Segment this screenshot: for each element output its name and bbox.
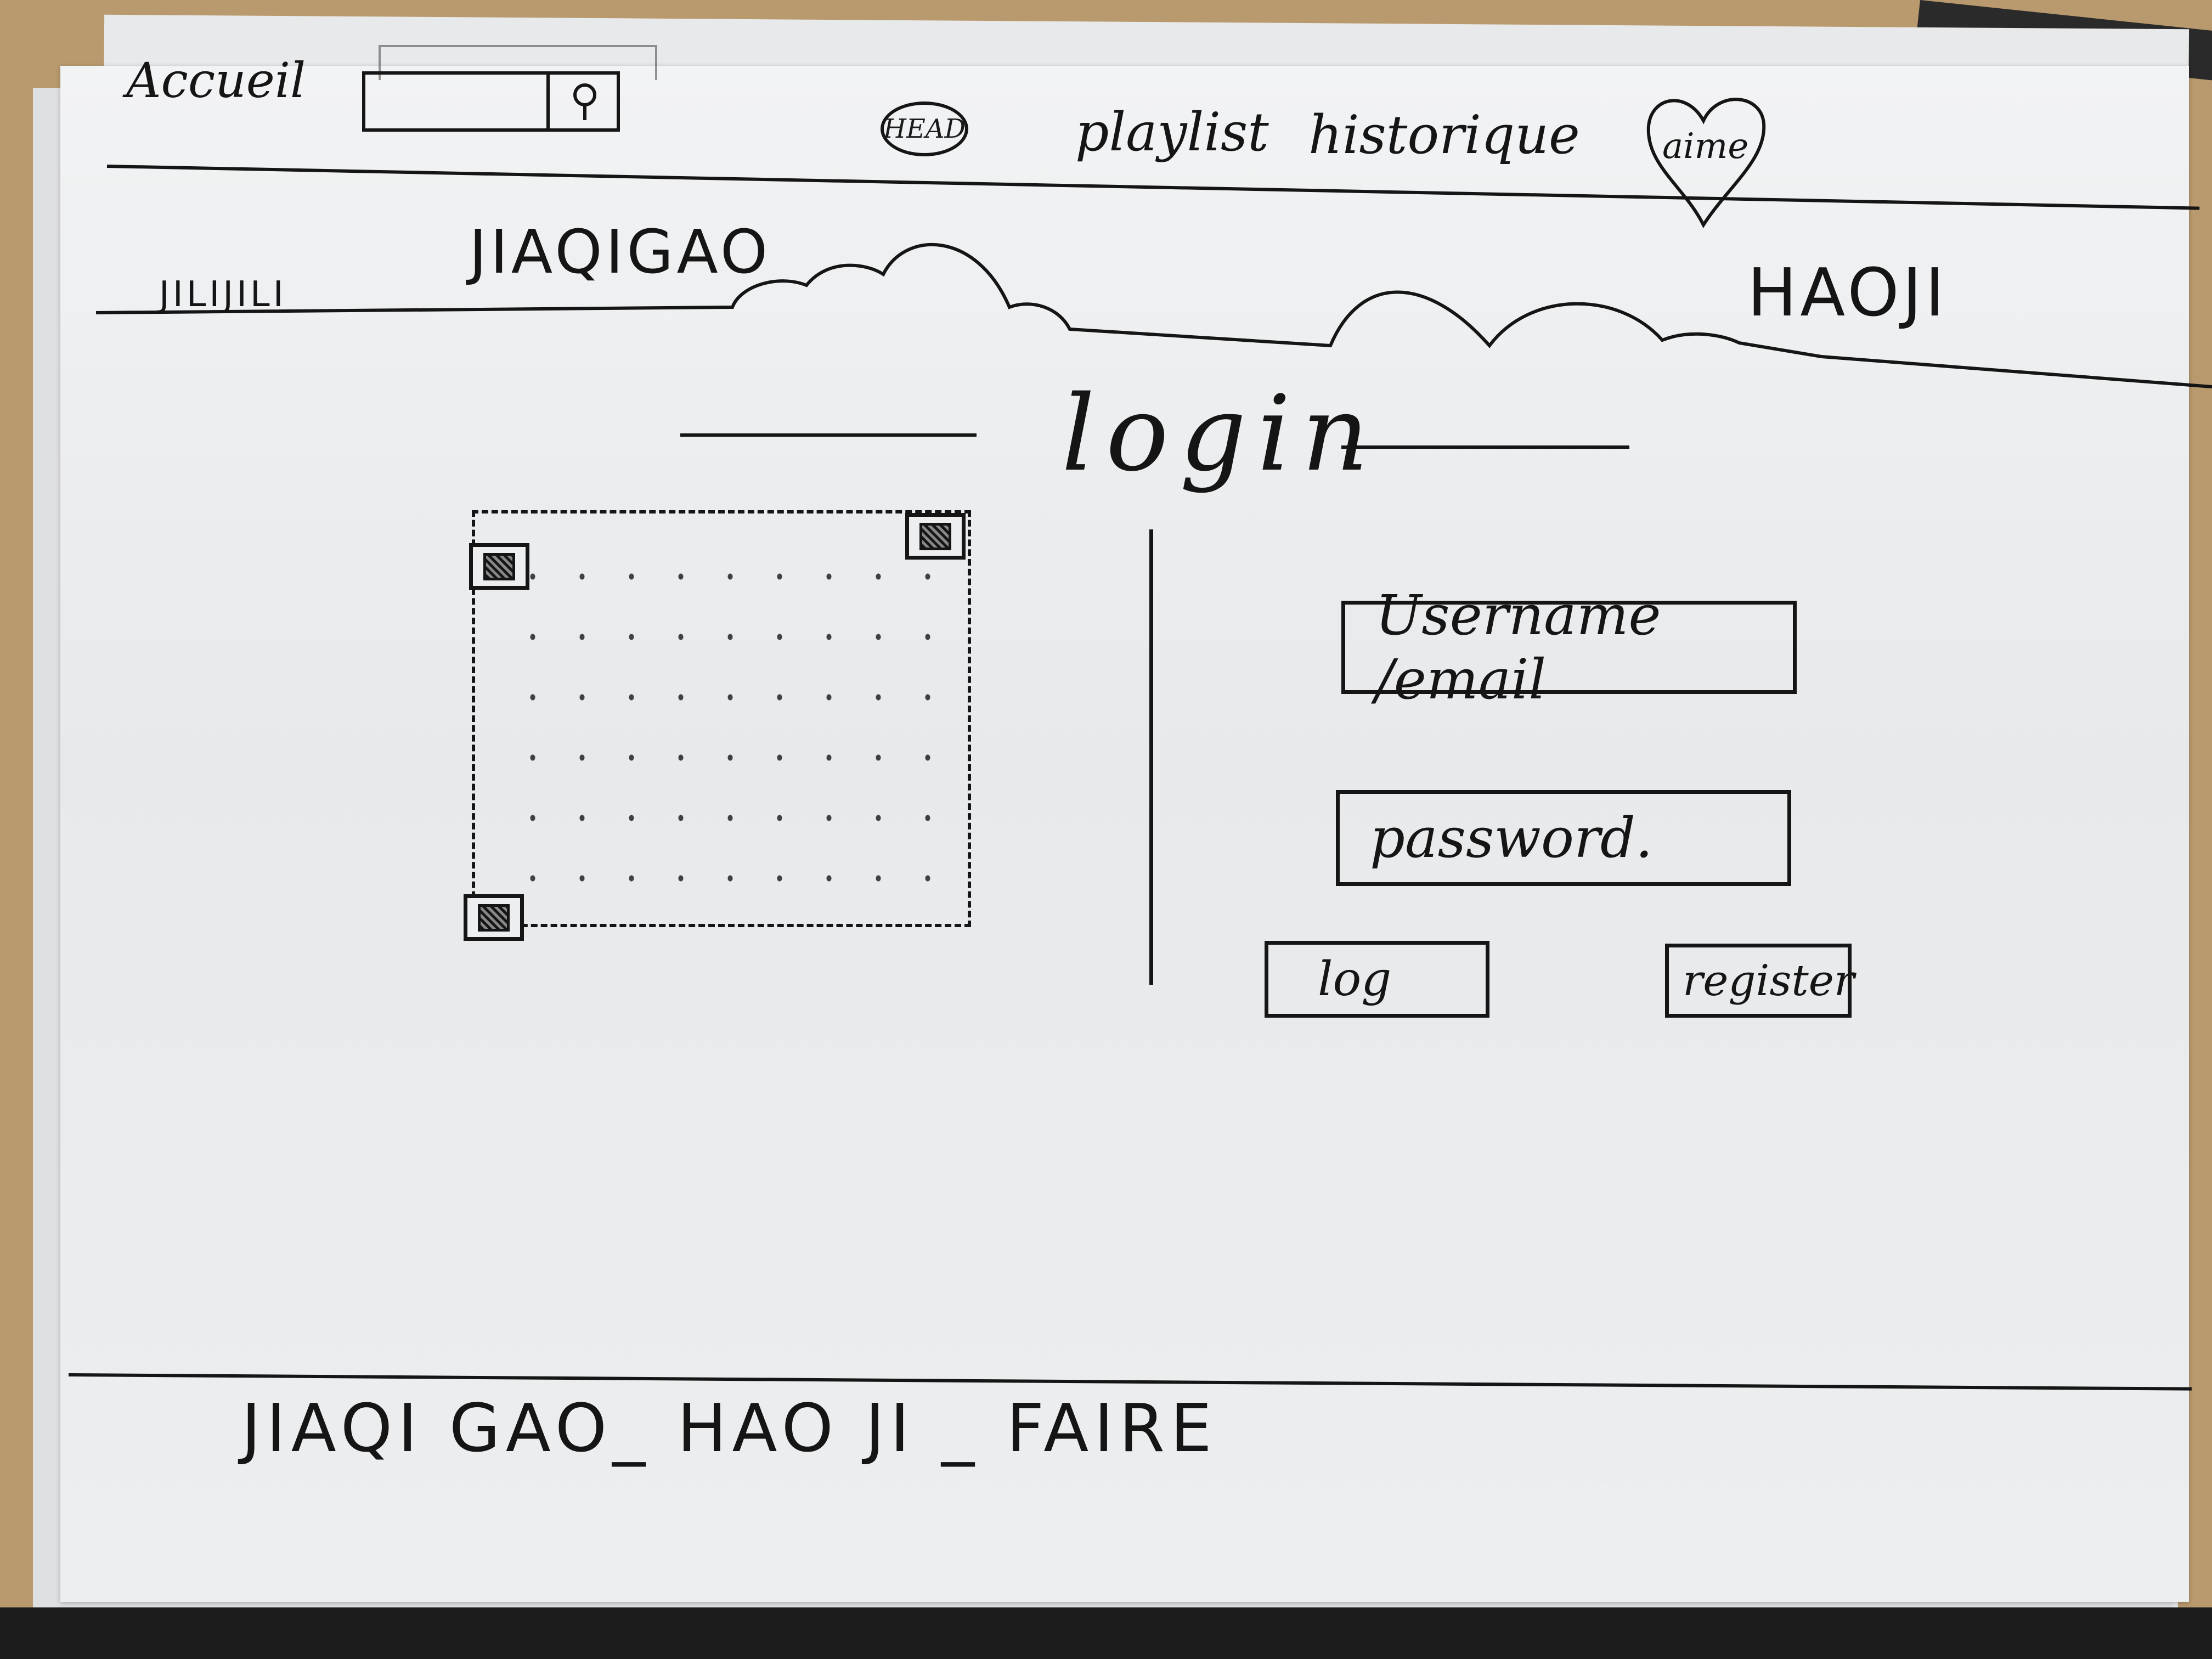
favorite-label: aime [1662,126,1749,167]
login-divider [1149,529,1153,985]
search-input[interactable] [365,75,546,128]
login-title-line-right [1341,445,1629,449]
site-logo[interactable]: JILIJILI [159,274,287,315]
banner-title-left: JIAQIGAO [469,217,771,287]
login-title: login [1062,373,1380,494]
qr-code-icon [508,546,935,891]
footer-credits: JIAQI GAO_ HAO JI _ FAIRE [241,1391,1217,1467]
search-bar [362,71,620,132]
qr-finder-bottom-left [464,894,524,941]
register-button[interactable]: register [1665,944,1854,1018]
search-box-sketch-trace [379,45,657,80]
qr-code [472,510,971,927]
log-button[interactable]: log [1265,941,1489,1018]
heart-icon [1646,98,1766,229]
nav-home-link[interactable]: Accueil [126,52,306,109]
qr-finder-top-left [469,543,529,590]
login-title-line-left [680,433,977,437]
search-icon [573,83,596,120]
nav-favorite-link[interactable]: aime [1640,82,1772,230]
qr-finder-top-right [905,513,966,560]
avatar[interactable]: HEAD [881,101,968,156]
nav-playlist-link[interactable]: playlist [1075,101,1269,163]
search-button[interactable] [546,75,620,128]
background-surface [0,1607,2212,1659]
nav-history-link[interactable]: historique [1308,104,1580,166]
banner-title-right: HAOJI [1747,255,1948,331]
password-field[interactable]: password. [1336,790,1791,886]
username-field[interactable]: Username /email [1341,583,1797,712]
